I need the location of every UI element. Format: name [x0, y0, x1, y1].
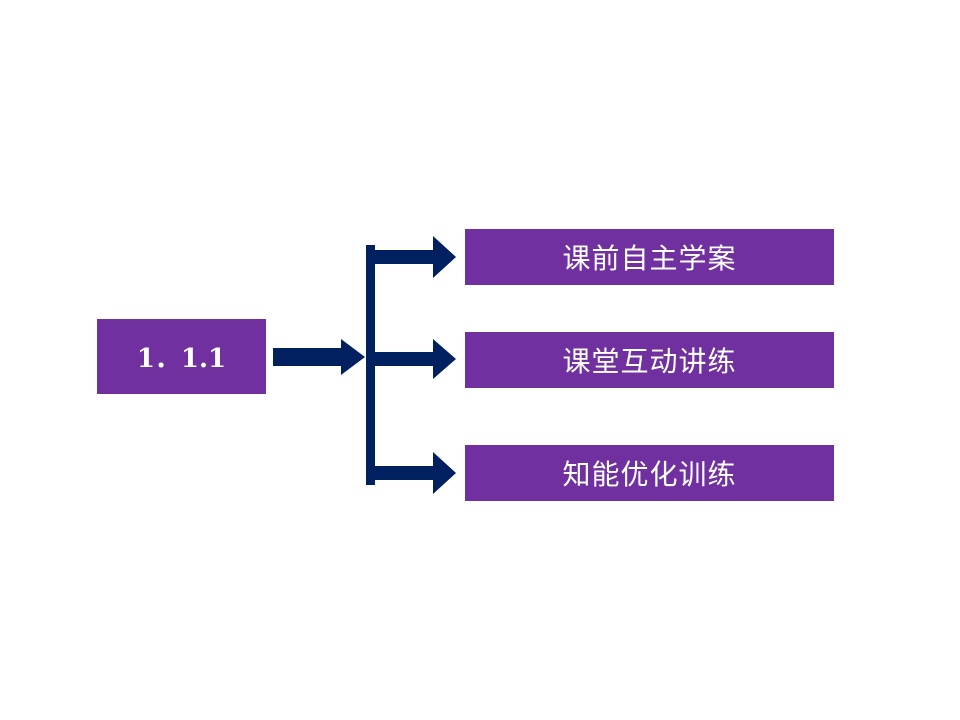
branch-arrow-3 [366, 452, 456, 494]
menu-item-skill-training[interactable]: 知能优化训练 [465, 445, 834, 501]
menu-item-preclass-study[interactable]: 课前自主学案 [465, 229, 834, 285]
menu-item-label: 知能优化训练 [562, 458, 737, 491]
section-title-box[interactable]: 1．1.1 [97, 319, 266, 394]
menu-item-label: 课前自主学案 [562, 242, 737, 275]
section-title: 1．1.1 [136, 344, 227, 374]
branch-arrow-2 [366, 339, 456, 379]
branch-arrow-1 [366, 236, 456, 278]
menu-item-label: 课堂互动讲练 [562, 345, 737, 378]
menu-item-classroom-practice[interactable]: 课堂互动讲练 [465, 332, 834, 388]
main-arrow [273, 339, 365, 375]
